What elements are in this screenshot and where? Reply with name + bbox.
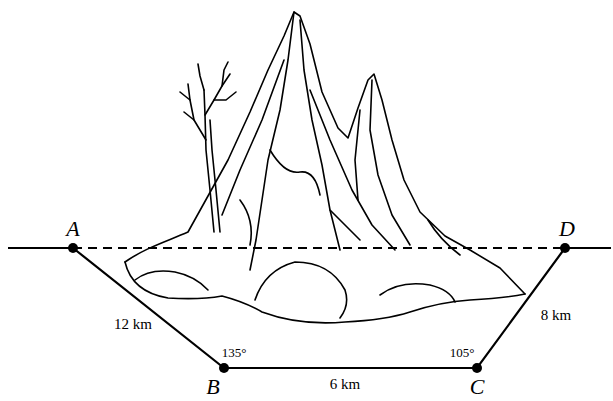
point-label: C	[470, 376, 485, 398]
angle-label: 105°	[450, 346, 475, 359]
point-label: B	[206, 376, 219, 398]
point-label: D	[559, 218, 575, 240]
angle-label: 135°	[222, 346, 247, 359]
dimension-label: 6 km	[330, 377, 360, 392]
dimension-label: 12 km	[114, 317, 152, 332]
dimension-label: 8 km	[541, 308, 571, 323]
point-label: A	[66, 218, 79, 240]
